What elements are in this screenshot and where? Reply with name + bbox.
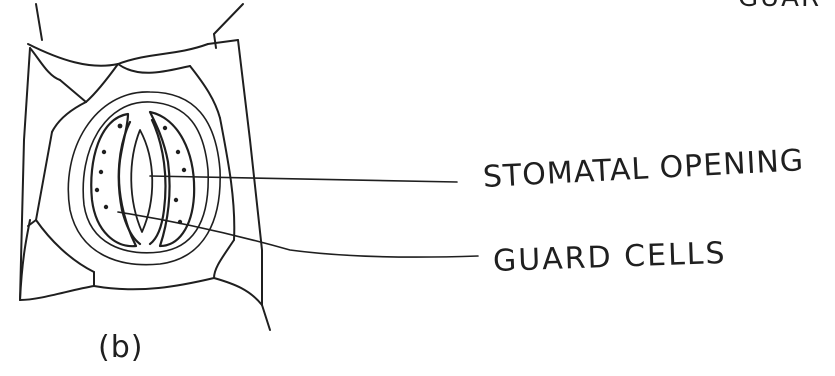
- guard-cell-left: [91, 114, 140, 246]
- guard-cells-pointer: [118, 212, 478, 257]
- epidermal-cells: [20, 4, 270, 330]
- figure-label: (b): [98, 330, 143, 365]
- pointer-lines: [118, 176, 478, 257]
- stomatal-opening-pointer: [150, 176, 457, 182]
- corner-cropped-text: GUAR: [738, 0, 821, 13]
- chloroplast-dots: [95, 124, 186, 225]
- guard-cell-right: [150, 112, 194, 246]
